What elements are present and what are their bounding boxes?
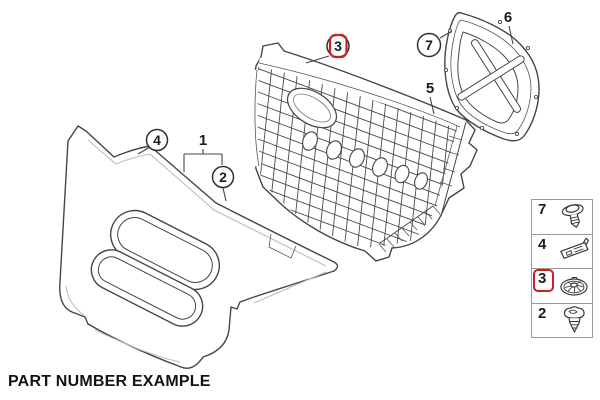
fastener-legend: 7 4 3 bbox=[531, 199, 593, 338]
gasket-seal bbox=[443, 11, 540, 142]
callout-7[interactable]: 7 bbox=[416, 30, 453, 58]
page-title: PART NUMBER EXAMPLE bbox=[8, 373, 211, 390]
panel-opening bbox=[286, 87, 338, 129]
legend-part-number: 7 bbox=[538, 201, 547, 218]
legend-part-number: 3 bbox=[538, 270, 547, 287]
callout-6[interactable]: 6 bbox=[504, 9, 514, 45]
grommet-icon bbox=[560, 276, 588, 296]
callout-1[interactable]: 1 bbox=[183, 132, 223, 172]
callout-4[interactable]: 4 bbox=[137, 128, 169, 155]
callout-6-label: 6 bbox=[504, 9, 512, 26]
legend-row-2[interactable]: 2 bbox=[532, 304, 592, 338]
gasket-cross-braces bbox=[457, 39, 525, 113]
legend-part-number: 4 bbox=[538, 235, 547, 253]
callout-2[interactable]: 2 bbox=[211, 165, 235, 202]
legend-part-number: 2 bbox=[538, 304, 547, 322]
highlight-box bbox=[533, 269, 554, 292]
legend-row-3[interactable]: 3 bbox=[532, 269, 592, 304]
armrest-recess bbox=[90, 209, 220, 327]
callout-1-label: 1 bbox=[199, 132, 207, 149]
callout-5-label: 5 bbox=[426, 80, 434, 97]
callout-2-label: 2 bbox=[219, 169, 227, 185]
callout-3-label: 3 bbox=[334, 38, 342, 54]
callout-5[interactable]: 5 bbox=[426, 80, 435, 115]
legend-row-4[interactable]: 4 bbox=[532, 235, 592, 269]
highlight-box bbox=[328, 33, 348, 59]
callout-7-label: 7 bbox=[425, 37, 433, 53]
clip-icon bbox=[560, 237, 589, 260]
callout-3[interactable]: 3 bbox=[305, 33, 350, 64]
oval-holes bbox=[302, 131, 428, 190]
legend-row-7[interactable]: 7 bbox=[532, 200, 592, 235]
screw-icon bbox=[561, 203, 584, 228]
quarter-trim-panel bbox=[59, 125, 339, 369]
insulation-grid-panel bbox=[250, 42, 478, 262]
callout-4-label: 4 bbox=[153, 132, 161, 148]
gasket-screw-holes bbox=[443, 19, 539, 137]
rivet-icon bbox=[563, 306, 585, 333]
